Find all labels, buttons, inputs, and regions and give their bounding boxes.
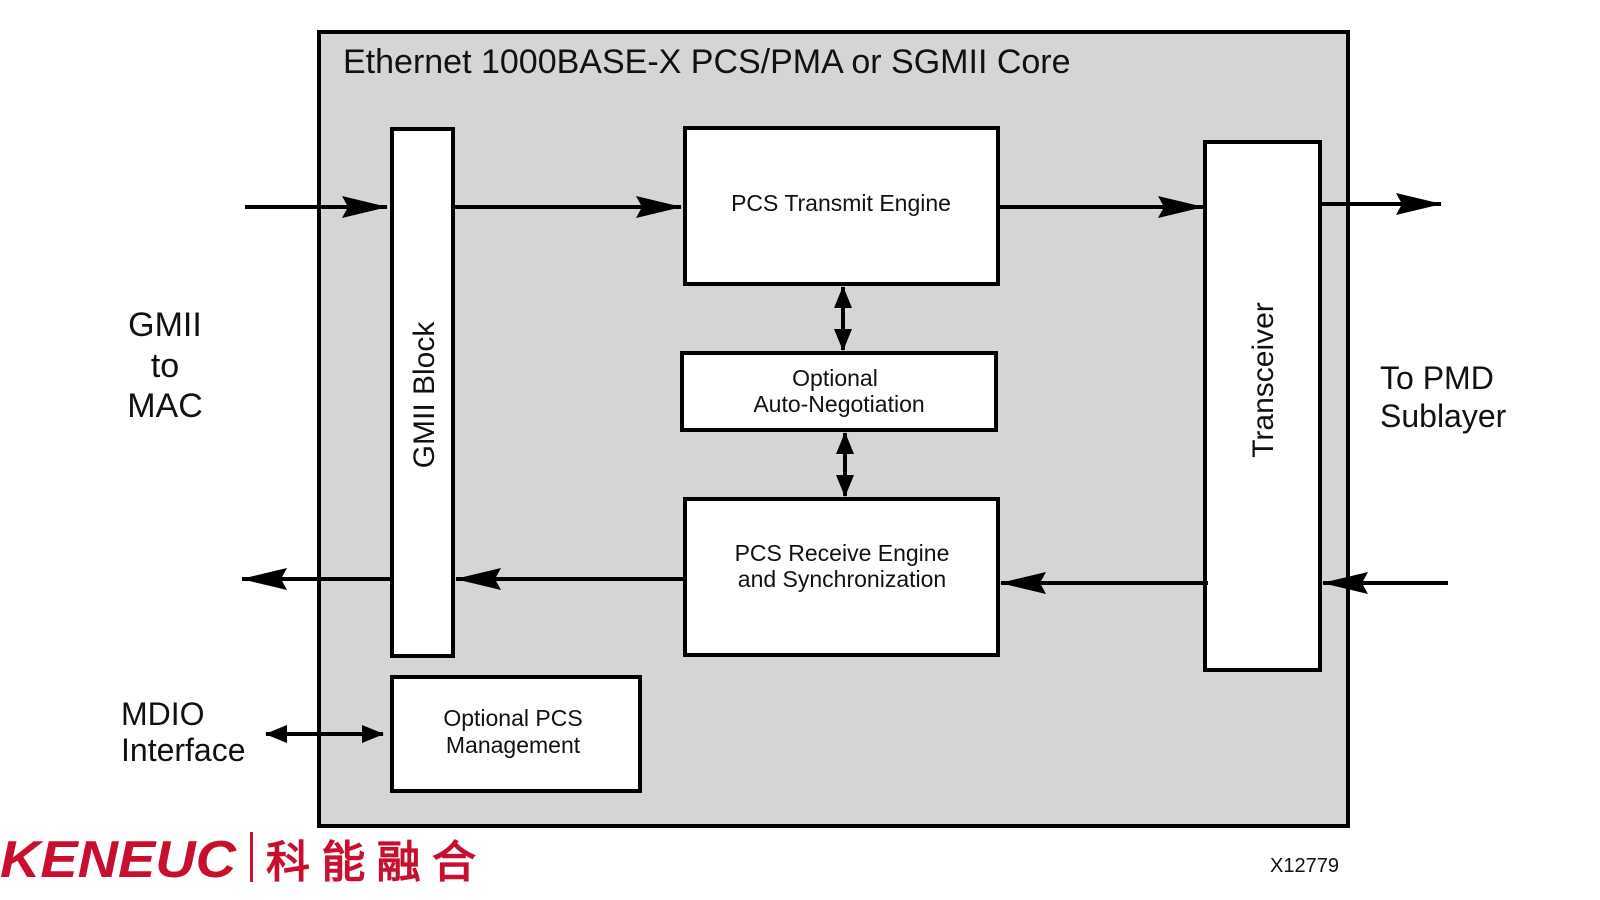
svg-text:Transceiver: Transceiver xyxy=(1247,302,1280,458)
logo-divider xyxy=(250,832,253,882)
svg-text:to: to xyxy=(151,347,179,385)
gmii-to-mac-label: GMII to MAC xyxy=(127,306,203,425)
svg-text:Sublayer: Sublayer xyxy=(1380,398,1507,434)
pcs-receive-engine: PCS Receive Engine and Synchronization xyxy=(683,497,1000,657)
svg-text:To PMD: To PMD xyxy=(1380,360,1494,396)
arrows xyxy=(241,193,1448,743)
to-pmd-label: To PMD Sublayer xyxy=(1380,360,1507,434)
svg-text:MDIO: MDIO xyxy=(121,696,205,732)
svg-text:Optional PCS: Optional PCS xyxy=(443,705,582,731)
svg-text:Optional: Optional xyxy=(792,365,878,391)
keneuc-logo: KENEUC 科能融合 xyxy=(0,831,476,889)
svg-text:Management: Management xyxy=(446,732,581,758)
svg-text:and Synchronization: and Synchronization xyxy=(738,566,946,592)
svg-text:PCS Receive Engine: PCS Receive Engine xyxy=(735,540,950,566)
logo-wordmark: KENEUC xyxy=(0,831,238,889)
figure-id: X12779 xyxy=(1270,855,1339,877)
svg-text:GMII Block: GMII Block xyxy=(408,321,441,469)
core-title: Ethernet 1000BASE-X PCS/PMA or SGMII Cor… xyxy=(343,43,1071,81)
transceiver-block: Transceiver xyxy=(1203,140,1322,672)
svg-text:Auto-Negotiation: Auto-Negotiation xyxy=(753,391,924,417)
optional-pcs-management: Optional PCS Management xyxy=(390,675,642,793)
svg-text:MAC: MAC xyxy=(127,387,203,425)
svg-text:PCS Transmit Engine: PCS Transmit Engine xyxy=(731,190,951,216)
pcs-transmit-engine: PCS Transmit Engine xyxy=(683,126,1000,286)
mdio-interface-label: MDIO Interface xyxy=(121,696,246,768)
svg-text:Interface: Interface xyxy=(121,732,246,768)
svg-text:GMII: GMII xyxy=(128,306,202,344)
logo-chinese: 科能融合 xyxy=(266,838,476,887)
optional-auto-negotiation: Optional Auto-Negotiation xyxy=(680,351,998,432)
gmii-block: GMII Block xyxy=(390,127,455,658)
